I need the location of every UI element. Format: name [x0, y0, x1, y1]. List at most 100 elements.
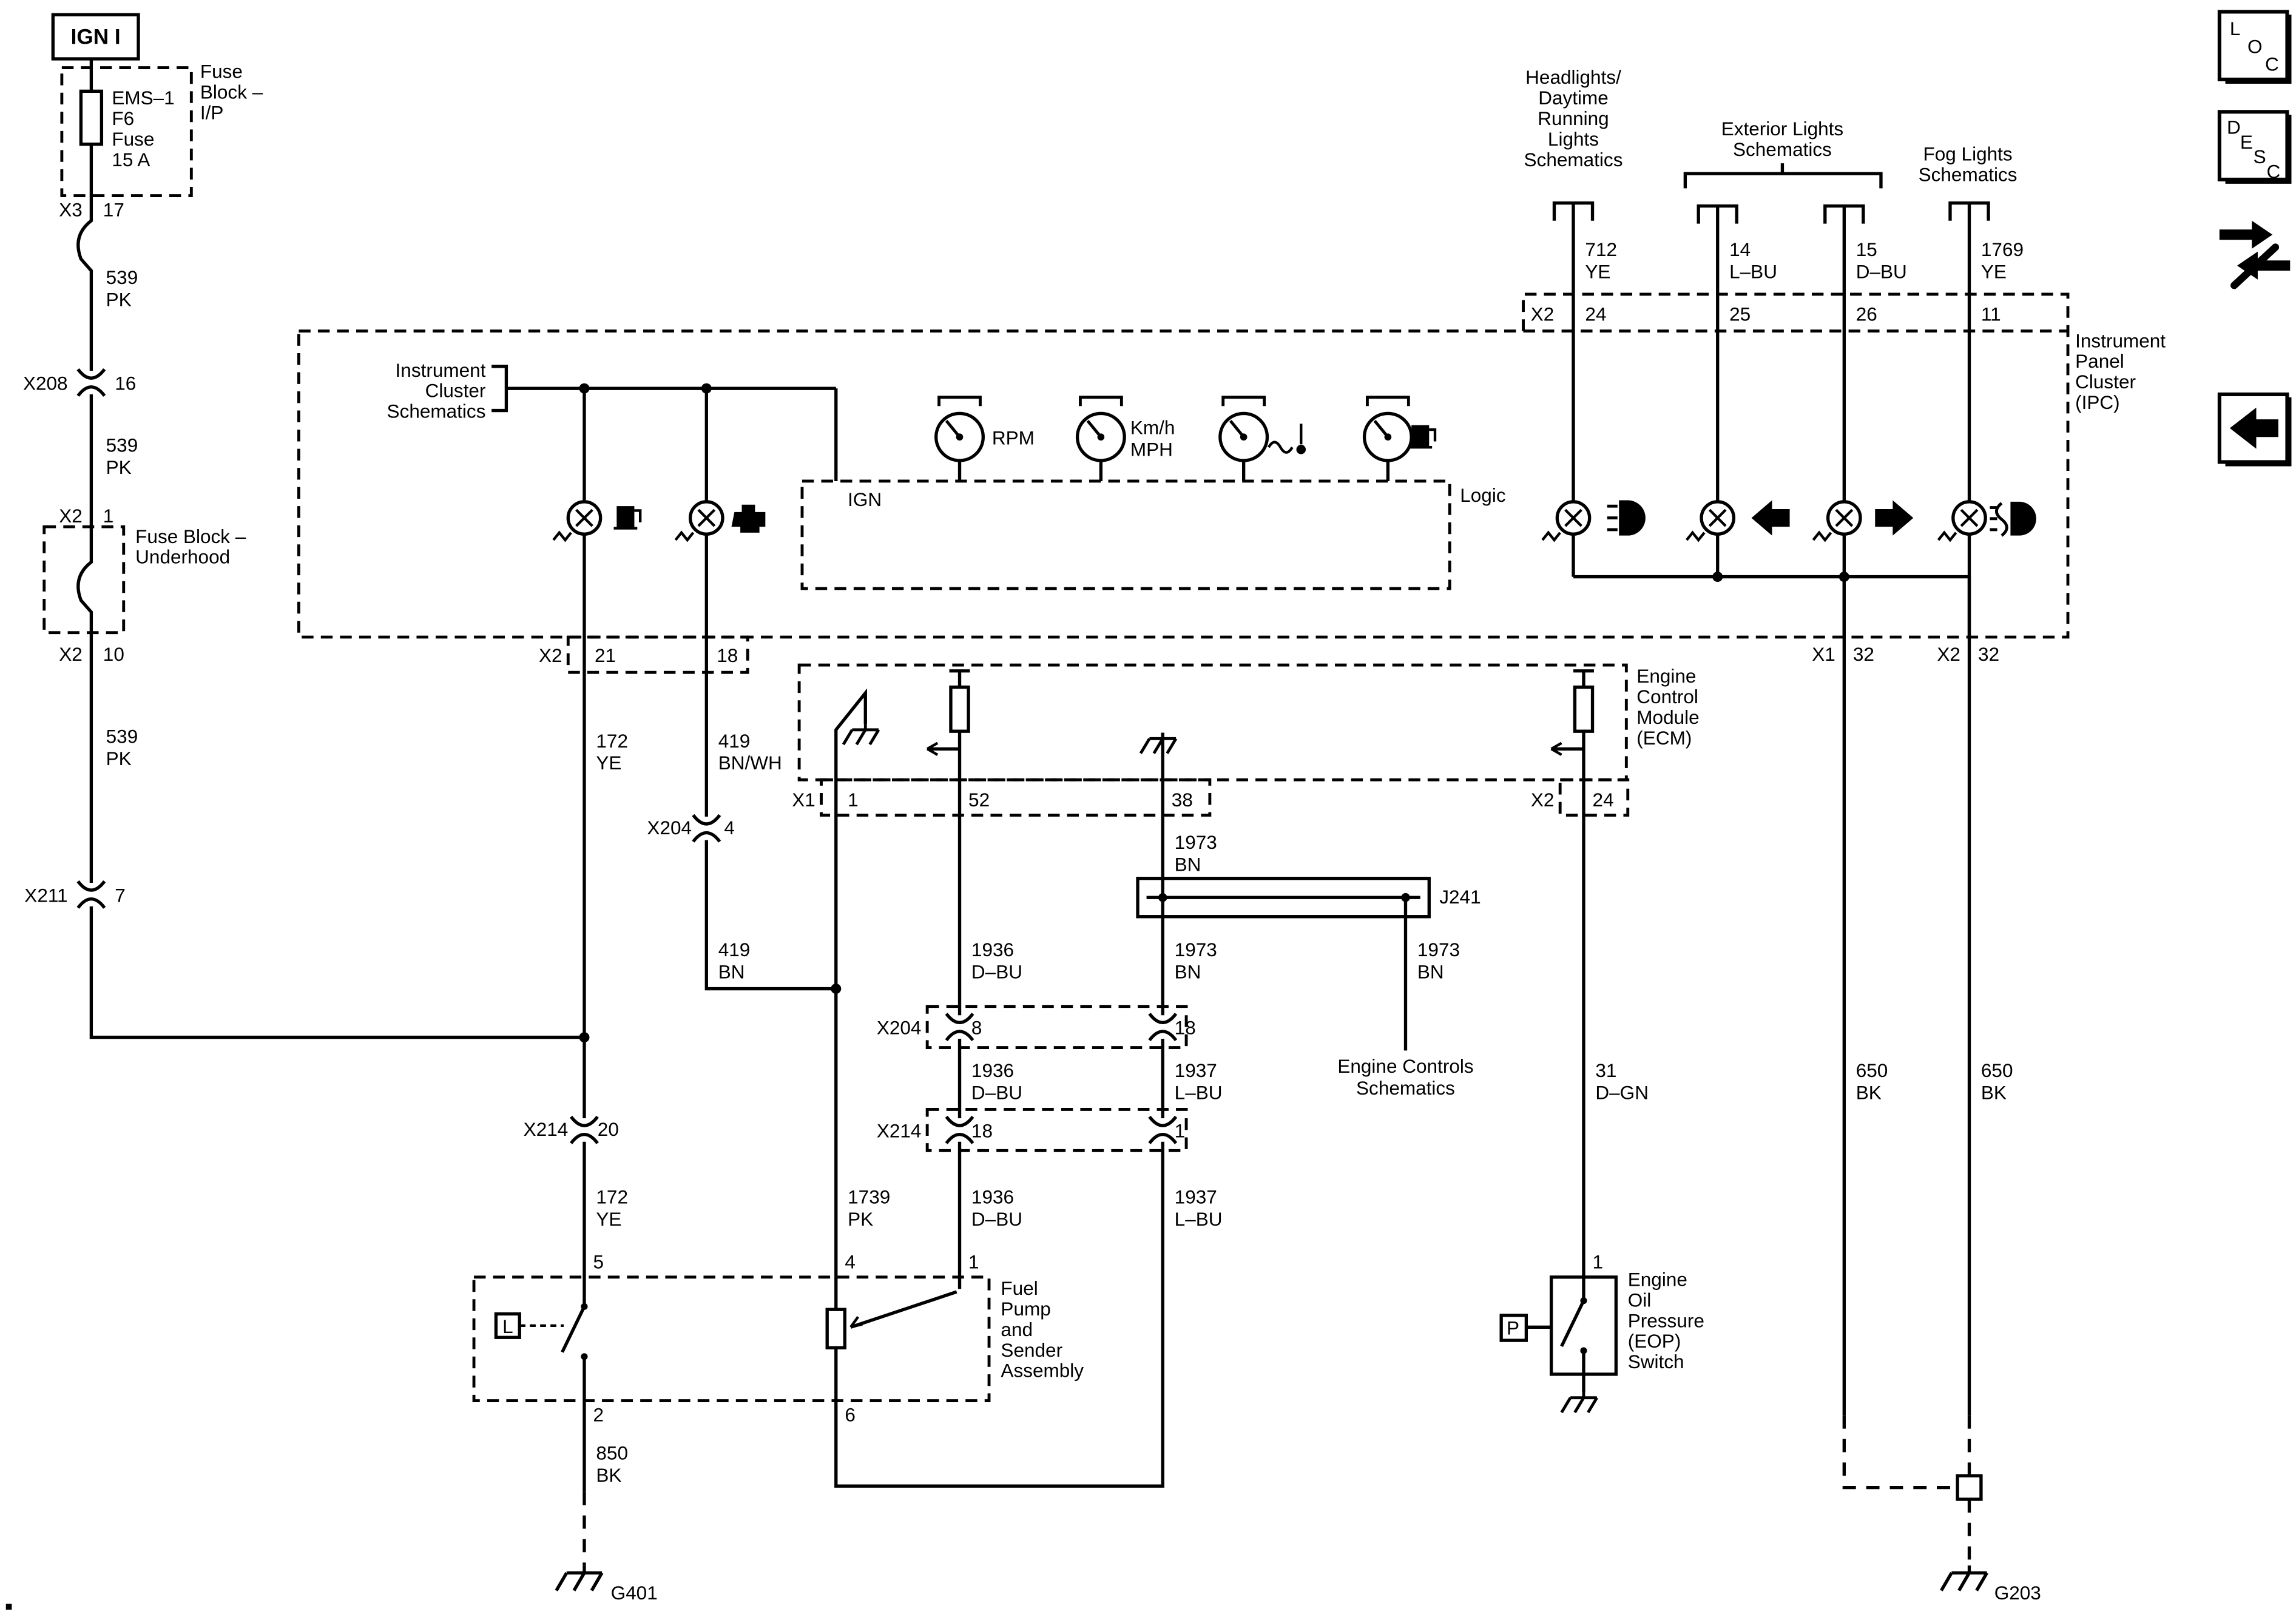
- tachometer-gauge: [936, 397, 984, 481]
- headlight-icon: [1607, 500, 1646, 535]
- desc-button[interactable]: D E S C: [2217, 110, 2292, 184]
- fuel-pump-title: Fuel: [1001, 1277, 1038, 1299]
- ign-label: IGN I: [71, 25, 121, 49]
- headlights-header: Lights: [1548, 128, 1599, 150]
- loc-button-box: [2217, 10, 2289, 81]
- left-turn-arrow-icon: [1751, 500, 1790, 536]
- ipc-pin-21: 21: [595, 644, 616, 666]
- ecm-ground-symbol: [843, 724, 879, 744]
- fuse-position: F6: [112, 107, 134, 129]
- arrow-right-icon: [2219, 220, 2273, 249]
- connector-x204: X204: [877, 1017, 922, 1039]
- connector-x3-pin: 17: [103, 198, 124, 220]
- speedometer-gauge: [1078, 397, 1125, 481]
- fuse-block-ip-label: Block –: [200, 81, 263, 103]
- wire-color-ye: YE: [1981, 260, 2007, 282]
- grounds: G401 G203: [556, 1565, 2041, 1604]
- exterior-offpage-brackets: [1697, 204, 1865, 224]
- headlights-header: Daytime: [1538, 87, 1609, 109]
- back-button-shadow: [2225, 397, 2292, 467]
- wire-label-650: 650: [1981, 1059, 2013, 1081]
- ecm-x2-connector: X2: [1531, 789, 1555, 811]
- connector-x2-out: X2: [59, 643, 83, 665]
- ipc-pin-18: 18: [717, 644, 738, 666]
- coolant-temp-icon: [1268, 424, 1306, 454]
- junction-dot: [1158, 893, 1167, 902]
- eop-pin-1: 1: [1593, 1251, 1604, 1272]
- wire-color-bk: BK: [1981, 1081, 2007, 1103]
- kmh-label: Km/h: [1130, 416, 1175, 438]
- ipc-pin-25: 25: [1729, 303, 1751, 325]
- ipc-x1-pin-32: 32: [1853, 643, 1874, 665]
- pump-switch-blade: [561, 1306, 586, 1353]
- connector-x211-pin: 7: [115, 884, 126, 906]
- connector-x208-pin: 16: [115, 373, 136, 394]
- fuel-pump-sender-assembly: 5 4 1 2 6 L Fuel Pump and Sender Assembl…: [472, 1251, 1084, 1425]
- connector-x204: X204: [647, 817, 692, 839]
- wire-color-bn: BN: [1175, 961, 1201, 983]
- sender-wiper-arrowhead: [849, 1316, 863, 1329]
- loc-letter: C: [2265, 53, 2279, 75]
- loc-button-shadow: [2225, 15, 2292, 84]
- wire-label-15: 15: [1856, 238, 1877, 260]
- back-button[interactable]: [2217, 392, 2292, 467]
- page-artifact-dot: [5, 1604, 12, 1610]
- connector-x214: X214: [524, 1118, 569, 1140]
- fuel-pump-title: and: [1001, 1318, 1033, 1340]
- right-turn-arrow-icon: [1875, 500, 1914, 536]
- ipc-title: (IPC): [2075, 391, 2120, 413]
- wire-color-dbu: D–BU: [971, 961, 1022, 983]
- desc-button-box: [2217, 110, 2289, 181]
- wire-539-pk: [76, 58, 584, 1039]
- ecm-pin-1: 1: [848, 789, 859, 811]
- fuel-pump-title: Assembly: [1001, 1360, 1084, 1382]
- ipc-top-connector: X2: [1531, 303, 1555, 325]
- wire-color-ye: YE: [596, 752, 621, 774]
- right-turn-lamp: [1813, 502, 1860, 540]
- wire-color-pk: PK: [106, 456, 132, 478]
- g203-ground-symbol: [1941, 1565, 1987, 1590]
- eop-title: Engine: [1628, 1268, 1687, 1290]
- wire-650-bk-left-dashed: [1842, 1415, 1958, 1490]
- instrument-panel-cluster: X2 24 25 26 11 Instrument Panel Cluster …: [297, 292, 2166, 674]
- j241-label: J241: [1439, 886, 1481, 908]
- wire-color-dbu: D–BU: [971, 1208, 1022, 1230]
- loc-button[interactable]: L O C: [2217, 10, 2292, 84]
- ecm-offpage-arrowheads: [927, 741, 1562, 756]
- ecm-title: Control: [1636, 686, 1698, 707]
- fuel-pump-icon: [613, 506, 640, 528]
- loc-letter: O: [2247, 35, 2263, 57]
- connector-x204-row-box: [925, 1005, 1188, 1049]
- ecm-x1-connector-strip: [820, 778, 1212, 817]
- ipc-bottom-connector: X2: [539, 644, 562, 666]
- connector-x211-symbol: [78, 882, 105, 908]
- wire-label-1973: 1973: [1417, 939, 1460, 960]
- connector-x214-20-symbol: [571, 1117, 598, 1144]
- g401-label: G401: [611, 1582, 658, 1604]
- ign-label-box: [51, 13, 140, 61]
- wire-color-lbu: L–BU: [1175, 1208, 1223, 1230]
- fuse-block-underhood-label: Fuse Block –: [135, 525, 246, 547]
- connector-x204-4-symbol: [693, 815, 720, 842]
- level-sensor-letter: L: [502, 1315, 513, 1337]
- fuse-block-ip-label: Fuse: [200, 61, 243, 83]
- wire-label-1937: 1937: [1175, 1059, 1217, 1081]
- eop-title: Pressure: [1628, 1309, 1704, 1331]
- wire-color-bn: BN: [1175, 854, 1201, 876]
- connector-x2-out-pin: 10: [103, 643, 124, 665]
- pressure-symbol: P: [1507, 1317, 1519, 1338]
- fuel-level-resistor: [825, 1308, 846, 1349]
- ipc-title: Cluster: [2075, 371, 2136, 393]
- back-arrow-icon: [2229, 407, 2278, 449]
- desc-letter: E: [2240, 131, 2253, 153]
- fuel-pump-pin-6: 6: [845, 1403, 856, 1425]
- mph-label: MPH: [1130, 439, 1173, 461]
- related-schematics-button[interactable]: [2219, 220, 2291, 289]
- ecm-ground-symbol: [1141, 733, 1176, 754]
- connector-x214-18-symbol: [947, 1117, 973, 1144]
- ipc-title: Panel: [2075, 350, 2124, 372]
- wire-color-bnwh: BN/WH: [718, 752, 782, 774]
- wire-color-pk: PK: [106, 288, 132, 310]
- connector-x204-18-symbol: [1149, 1014, 1176, 1041]
- wire-color-pk: PK: [106, 748, 132, 769]
